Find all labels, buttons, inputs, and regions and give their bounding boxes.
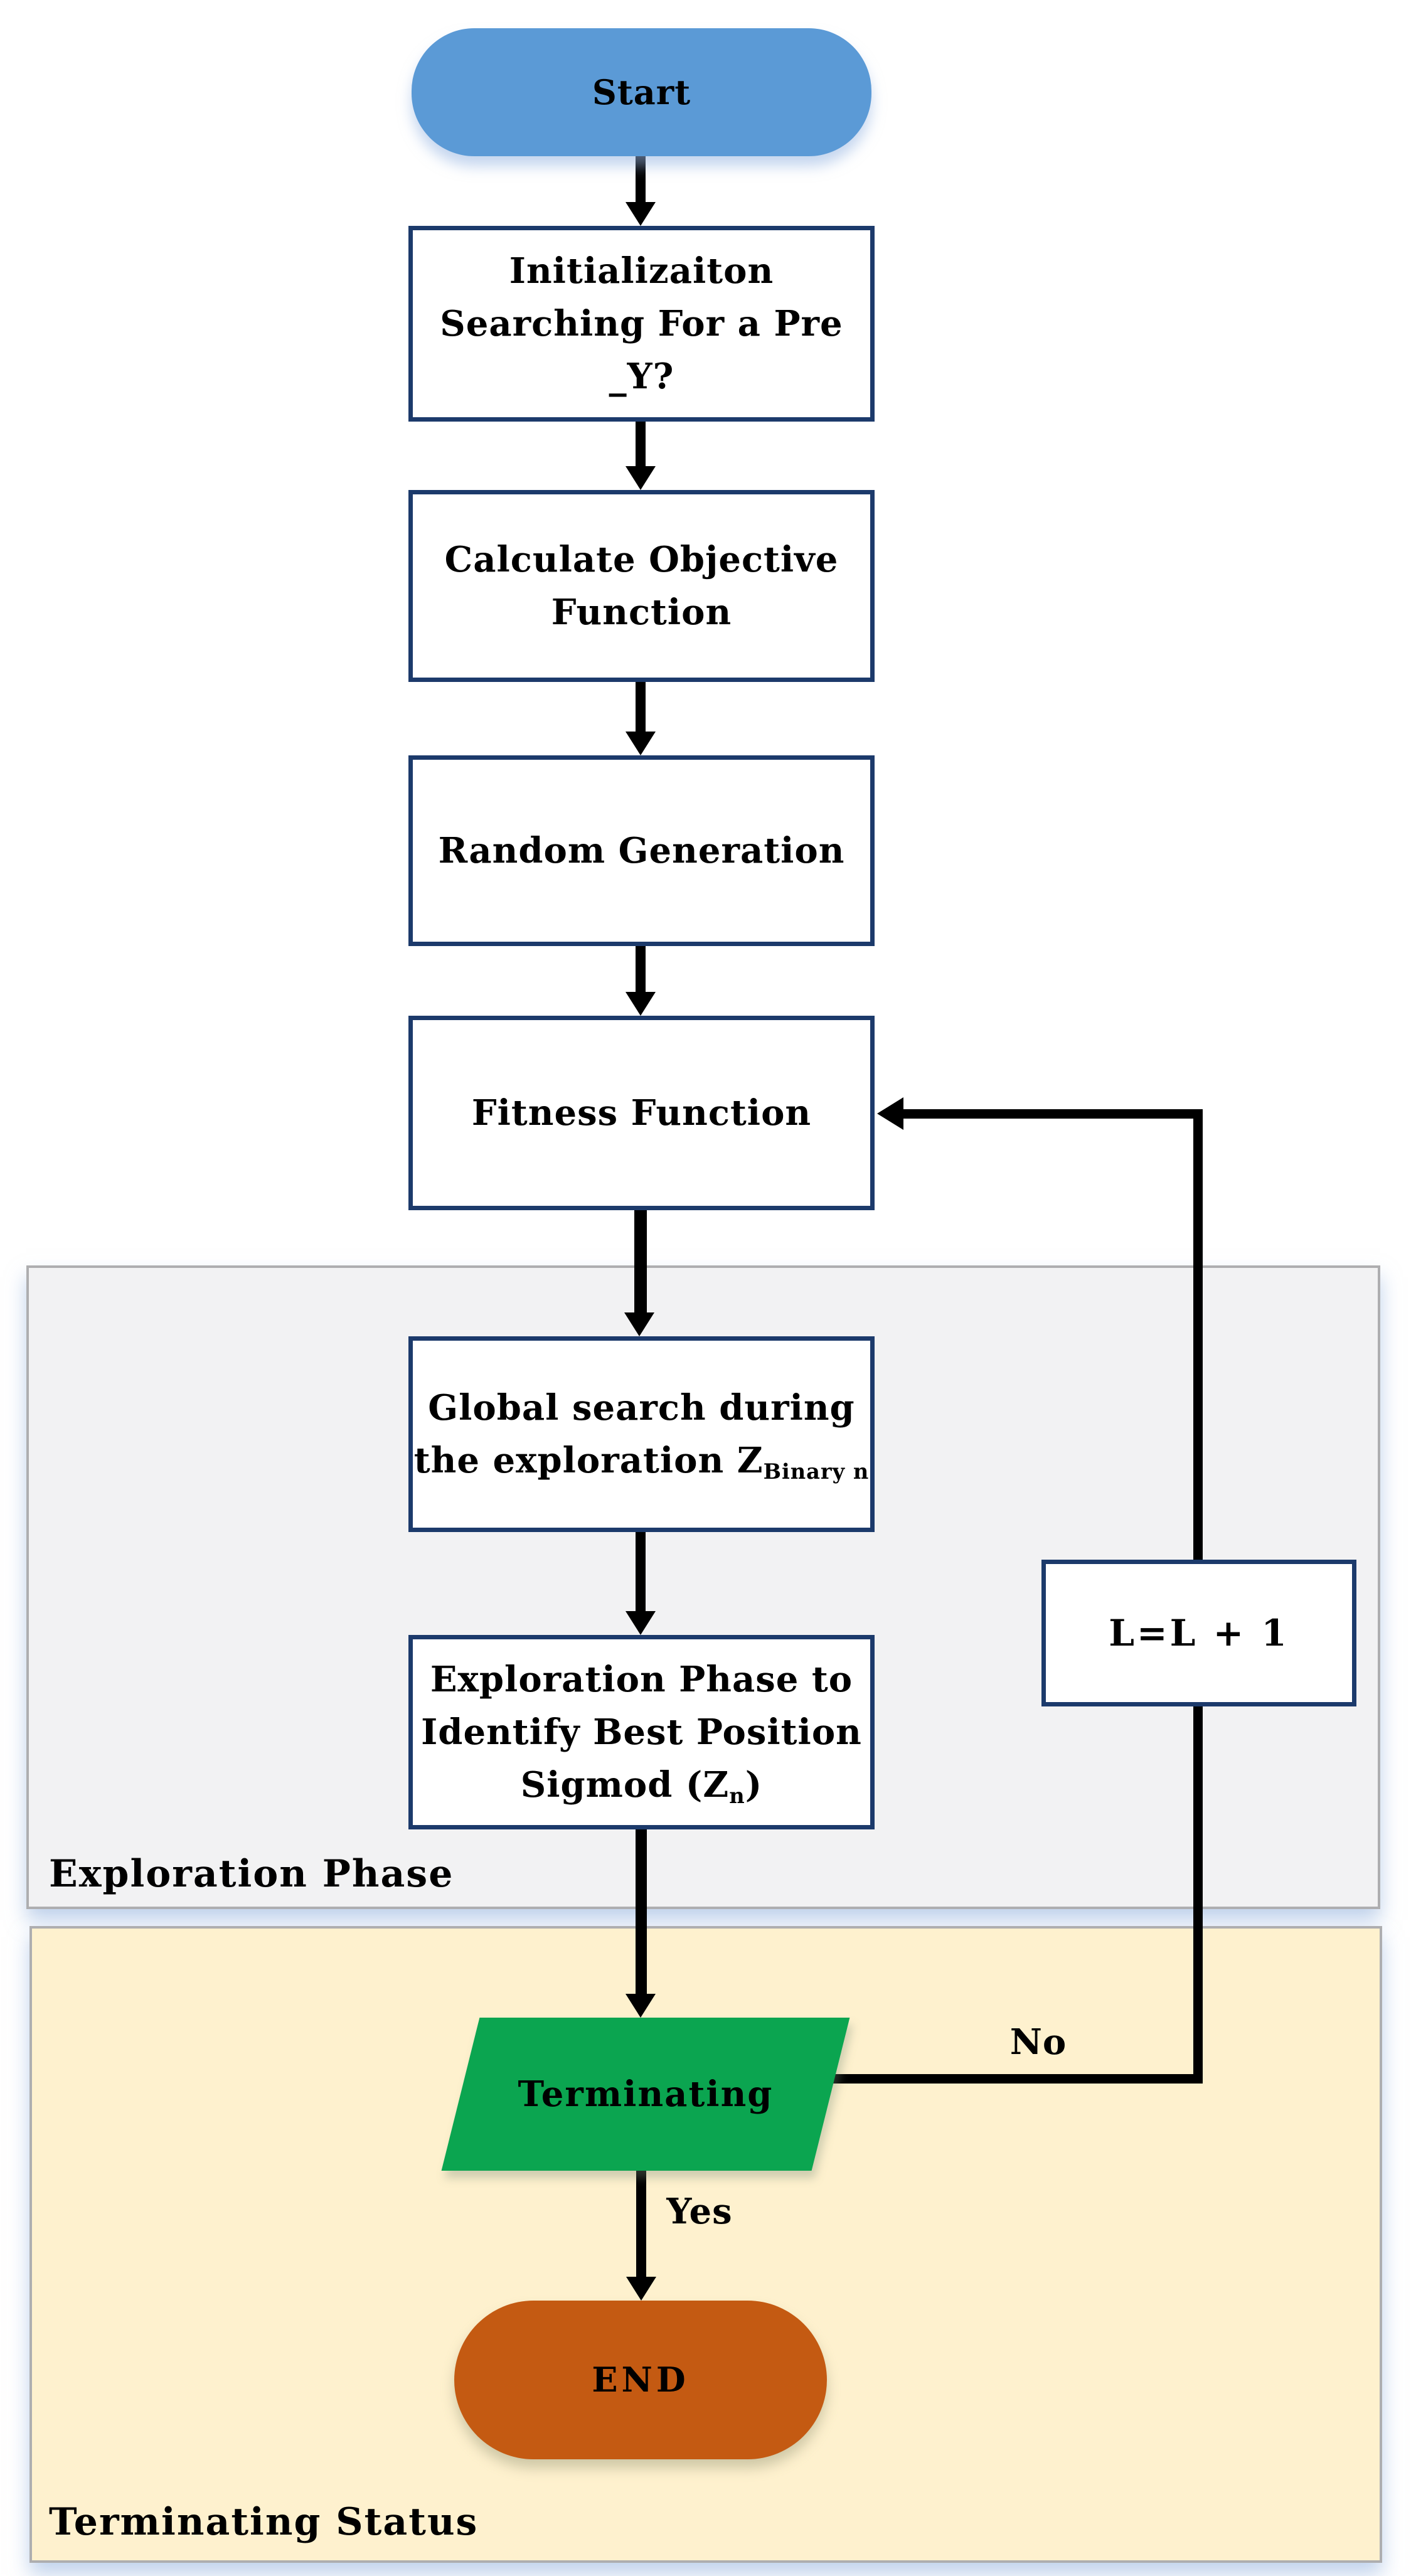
exploration-phase-node: Exploration Phase to Identify Best Posit… bbox=[408, 1635, 875, 1829]
counter-label: L=L + 1 bbox=[1109, 1611, 1289, 1654]
random-generation-label: Random Generation bbox=[438, 830, 845, 871]
global-search-line2: the exploration Z bbox=[413, 1439, 764, 1481]
exploration-subscript: n bbox=[729, 1782, 745, 1808]
end-node: END bbox=[454, 2301, 827, 2459]
random-generation-node: Random Generation bbox=[408, 755, 875, 946]
exploration-line3-close: ) bbox=[745, 1764, 763, 1806]
edge-start-init bbox=[636, 154, 646, 204]
objective-line2: Function bbox=[551, 592, 732, 633]
end-label: END bbox=[592, 2360, 690, 2400]
exploration-line3: Sigmod (Z bbox=[520, 1764, 730, 1806]
edge-label-no: No bbox=[1009, 2021, 1067, 2063]
counter-node: L=L + 1 bbox=[1041, 1560, 1356, 1706]
objective-line1: Calculate Objective bbox=[444, 539, 839, 580]
arrowhead-fitness bbox=[626, 992, 656, 1016]
arrowhead-into-fitness bbox=[877, 1097, 903, 1130]
initialization-line2: Searching For a Pre _Y? bbox=[440, 303, 843, 397]
initialization-node: Initializaiton Searching For a Pre _Y? bbox=[408, 226, 875, 422]
edge-loop-top-line bbox=[901, 1109, 1193, 1119]
fitness-function-node: Fitness Function bbox=[408, 1016, 875, 1210]
global-search-line1: Global search during bbox=[428, 1386, 855, 1429]
terminating-node: Terminating bbox=[441, 2018, 850, 2171]
exploration-line2: Identify Best Position bbox=[421, 1711, 862, 1753]
edge-global-exploration bbox=[636, 1528, 646, 1612]
edge-objective-random bbox=[636, 678, 646, 733]
edge-terminating-end bbox=[636, 2168, 646, 2278]
start-label: Start bbox=[592, 72, 691, 112]
edge-init-objective bbox=[636, 418, 646, 469]
fitness-function-label: Fitness Function bbox=[471, 1092, 812, 1134]
edge-no-horizontal-line bbox=[816, 2074, 1203, 2084]
global-search-node: Global search during the exploration ZBi… bbox=[408, 1336, 875, 1532]
terminating-label: Terminating bbox=[518, 2073, 774, 2115]
arrowhead-end bbox=[626, 2277, 656, 2301]
arrowhead-global bbox=[624, 1312, 654, 1336]
edge-exploration-terminating bbox=[636, 1826, 647, 1995]
edge-fitness-global bbox=[634, 1206, 647, 1314]
arrowhead-objective bbox=[626, 466, 656, 490]
exploration-line1: Exploration Phase to bbox=[430, 1658, 853, 1700]
exploration-region-label: Exploration Phase bbox=[49, 1852, 454, 1896]
start-node: Start bbox=[412, 28, 871, 156]
initialization-line1: Initializaiton bbox=[509, 250, 774, 292]
edge-random-fitness bbox=[636, 942, 646, 993]
objective-function-node: Calculate Objective Function bbox=[408, 490, 875, 682]
terminating-region-label: Terminating Status bbox=[49, 2500, 479, 2544]
arrowhead-init bbox=[626, 202, 656, 226]
global-search-subscript: Binary n bbox=[763, 1458, 870, 1484]
edge-label-yes: Yes bbox=[666, 2191, 733, 2232]
arrowhead-terminating bbox=[626, 1994, 656, 2018]
arrowhead-exploration bbox=[626, 1611, 656, 1635]
arrowhead-random bbox=[626, 732, 656, 755]
